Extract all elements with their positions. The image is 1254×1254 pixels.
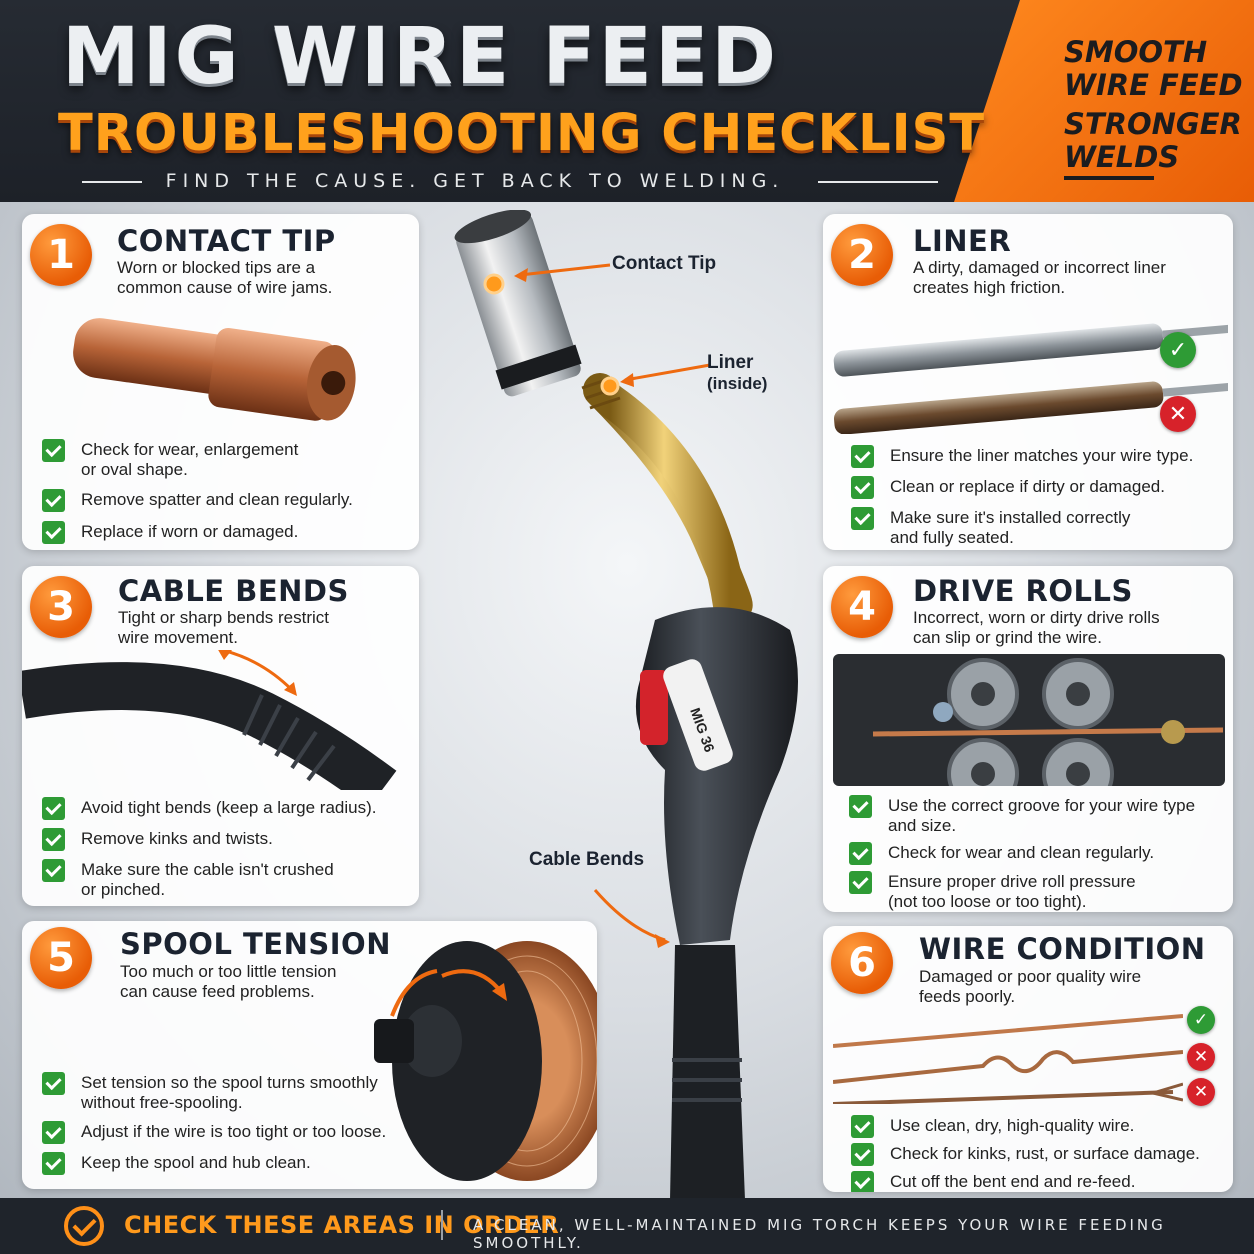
check-icon [42,828,65,851]
tagline-rule-left [82,181,142,183]
callout-liner: Liner(inside) [707,352,768,393]
checklist-item: Clean or replace if dirty or damaged. [851,476,1231,499]
checklist-item: Remove spatter and clean regularly. [42,489,412,512]
checklist-item: Remove kinks and twists. [42,828,412,851]
checklist-item: Keep the spool and hub clean. [42,1152,402,1175]
card-title: SPOOL TENSION [120,927,391,961]
check-icon [849,871,872,894]
card-title: DRIVE ROLLS [913,574,1133,608]
step-number: 1 [30,224,92,286]
check-icon [42,439,65,462]
checklist-item: Check for kinks, rust, or surface damage… [851,1143,1231,1166]
check-icon [42,489,65,512]
cross-circle-icon: ✕ [1187,1078,1215,1106]
check-icon [851,1171,874,1192]
drive-rolls-photo [833,654,1225,786]
tagline: FIND THE CAUSE. GET BACK TO WELDING. [165,170,785,192]
card-liner: 2 LINER A dirty, damaged or incorrect li… [823,214,1233,550]
liner-photo [833,323,1228,434]
step-number: 3 [30,576,92,638]
checklist: Use clean, dry, high-quality wire. Check… [851,1115,1231,1192]
checklist: Use the correct groove for your wire typ… [849,795,1229,912]
check-icon [849,842,872,865]
footer-divider [441,1210,443,1240]
card-wire-condition: 6 WIRE CONDITION Damaged or poor quality… [823,926,1233,1192]
checklist-item: Replace if worn or damaged. [42,521,412,544]
check-icon [42,797,65,820]
wire-samples-photo [833,1014,1183,1104]
step-number: 5 [30,927,92,989]
card-title: WIRE CONDITION [919,932,1206,966]
check-icon [42,1072,65,1095]
footer-bar: CHECK THESE AREAS IN ORDER A CLEAN, WELL… [0,1198,1254,1254]
check-icon [851,1143,874,1166]
cross-circle-icon: ✕ [1187,1043,1215,1071]
check-icon [42,1121,65,1144]
card-spool-tension: 5 SPOOL TENSION Too much or too little t… [22,921,597,1189]
check-icon [851,507,874,530]
checklist-item: Check for wear and clean regularly. [849,842,1229,865]
check-icon [42,521,65,544]
checklist-item: Cut off the bent end and re-feed. [851,1171,1231,1192]
cable-bend-photo [22,650,397,790]
tagline-rule-right [818,181,938,183]
checklist-item: Adjust if the wire is too tight or too l… [42,1121,402,1144]
check-icon [851,476,874,499]
checklist: Ensure the liner matches your wire type.… [851,445,1231,548]
check-badge-icon [64,1206,104,1246]
card-cable-bends: 3 CABLE BENDS Tight or sharp bends restr… [22,566,419,906]
step-number: 6 [831,932,893,994]
card-title: LINER [913,224,1012,258]
header-banner: MIG WIRE FEED TROUBLESHOOTING CHECKLIST … [0,0,1254,202]
step-number: 2 [831,224,893,286]
check-circle-icon: ✓ [1187,1006,1215,1034]
card-title: CONTACT TIP [117,224,336,258]
page-subtitle: TROUBLESHOOTING CHECKLIST [58,104,986,163]
check-icon [851,445,874,468]
card-contact-tip: 1 CONTACT TIP Worn or blocked tips are a… [22,214,419,550]
footer-message: A CLEAN, WELL-MAINTAINED MIG TORCH KEEPS… [473,1216,1166,1252]
check-icon [849,795,872,818]
checklist-item: Ensure the liner matches your wire type. [851,445,1231,468]
callout-cable-bends: Cable Bends [529,849,645,870]
check-circle-icon: ✓ [1160,332,1196,368]
checklist: Avoid tight bends (keep a large radius).… [42,797,412,900]
checklist-item: Use clean, dry, high-quality wire. [851,1115,1231,1138]
check-icon [851,1115,874,1138]
check-icon [42,859,65,882]
contact-tip-photo [73,318,356,421]
cross-circle-icon: ✕ [1160,396,1196,432]
step-number: 4 [831,576,893,638]
page-title: MIG WIRE FEED [62,12,779,102]
checklist-item: Ensure proper drive roll pressure(not to… [849,871,1229,912]
checklist-item: Avoid tight bends (keep a large radius). [42,797,412,820]
card-drive-rolls: 4 DRIVE ROLLS Incorrect, worn or dirty d… [823,566,1233,912]
checklist-item: Use the correct groove for your wire typ… [849,795,1229,836]
card-title: CABLE BENDS [118,574,349,608]
mig-torch-illustration: MIG 36 [454,210,798,1200]
footer-heading: CHECK THESE AREAS IN ORDER [124,1211,560,1239]
callout-contact-tip: Contact Tip [612,253,717,274]
wire-spool-photo [374,941,597,1181]
check-icon [42,1152,65,1175]
